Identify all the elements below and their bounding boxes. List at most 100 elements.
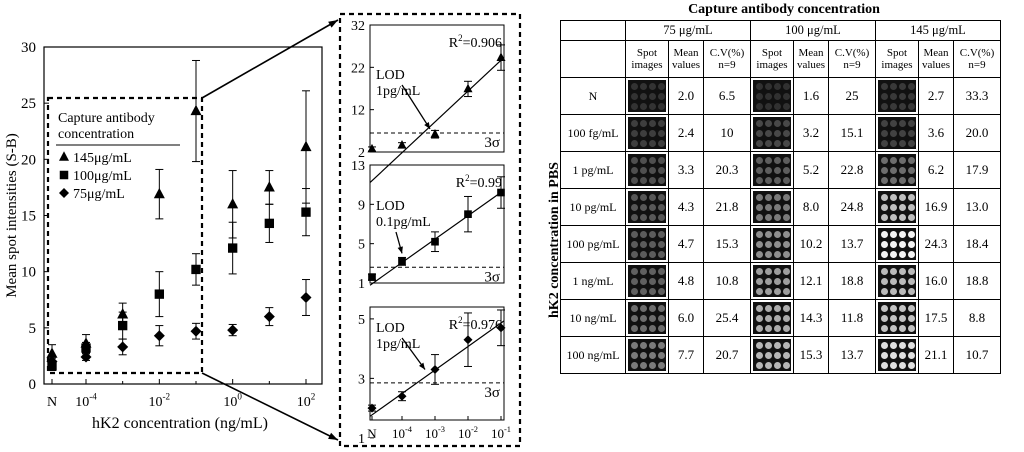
- cv-value: 10: [703, 114, 751, 152]
- spot-image-cell: [875, 336, 919, 374]
- spot-dot: [908, 93, 915, 100]
- spot-dot: [899, 278, 906, 285]
- spot-dot: [899, 120, 906, 127]
- y-tick-label: 32: [351, 19, 365, 34]
- spot-dot: [783, 231, 790, 238]
- spot-image-cell: [750, 336, 794, 374]
- group-header: 100 μg/mL: [750, 20, 876, 41]
- mean-value: 6.0: [668, 299, 704, 337]
- spot-dot: [899, 231, 906, 238]
- spot-dot: [765, 204, 772, 211]
- spot-dot: [881, 83, 888, 90]
- connector-arrowhead: [328, 20, 338, 28]
- inset-charts: 21222323σR2=0.906LOD1pg/mL159133σR2=0.99…: [338, 12, 522, 448]
- spot-dot: [783, 140, 790, 147]
- mean-value: 5.2: [793, 151, 829, 189]
- spot-dot: [649, 120, 656, 127]
- data-point-triangle: [190, 104, 202, 116]
- spot-dot: [783, 120, 790, 127]
- spot-dot: [774, 120, 781, 127]
- spot-dot: [631, 305, 638, 312]
- spot-image: [753, 265, 791, 297]
- spot-dot: [649, 167, 656, 174]
- spot-dot: [774, 140, 781, 147]
- data-point-diamond: [117, 341, 129, 353]
- spot-dot: [640, 325, 647, 332]
- r-squared-label: R2=0.976: [449, 315, 502, 333]
- spot-dot: [640, 214, 647, 221]
- spot-dot: [649, 177, 656, 184]
- mean-value: 15.3: [793, 336, 829, 374]
- spot-dot: [881, 157, 888, 164]
- spot-dot: [774, 214, 781, 221]
- spot-dot: [756, 93, 763, 100]
- cv-value: 20.7: [703, 336, 751, 374]
- y-tick-label: 12: [351, 104, 365, 119]
- spot-image-cell: [625, 225, 669, 263]
- cv-value: 17.9: [953, 151, 1001, 189]
- spot-dot: [899, 83, 906, 90]
- spot-dot: [890, 120, 897, 127]
- data-point-square: [117, 320, 128, 331]
- spot-dot: [899, 214, 906, 221]
- y-axis-label: Mean spot intensities (S-B): [4, 133, 20, 298]
- spot-dot: [658, 251, 665, 258]
- spot-dot: [640, 315, 647, 322]
- mean-value: 3.6: [918, 114, 954, 152]
- spot-dot: [631, 278, 638, 285]
- spot-table-panel: Capture antibody concentration hK2 conce…: [547, 0, 1020, 452]
- spot-dot: [649, 103, 656, 110]
- spot-dot: [658, 241, 665, 248]
- data-point-square: [398, 257, 406, 266]
- threshold-label: 3σ: [484, 135, 500, 151]
- spot-dot: [783, 241, 790, 248]
- y-tick-label: 0: [29, 377, 37, 393]
- spot-image-cell: [750, 299, 794, 337]
- spot-dot: [631, 268, 638, 275]
- data-point-triangle: [496, 52, 506, 61]
- spot-image-cell: [625, 114, 669, 152]
- spot-dot: [908, 157, 915, 164]
- spot-image-cell: [750, 151, 794, 189]
- spot-dot: [658, 93, 665, 100]
- spot-dot: [649, 214, 656, 221]
- spot-dot: [765, 120, 772, 127]
- spot-dot: [765, 342, 772, 349]
- spot-dot: [640, 268, 647, 275]
- spot-dot: [890, 342, 897, 349]
- spot-image-cell: [875, 299, 919, 337]
- spot-dot: [890, 204, 897, 211]
- spot-dot: [631, 103, 638, 110]
- spot-image-cell: [625, 77, 669, 115]
- spot-dot: [774, 305, 781, 312]
- spot-dot: [899, 157, 906, 164]
- spot-dot: [908, 251, 915, 258]
- spot-dot: [908, 120, 915, 127]
- spot-dot: [890, 278, 897, 285]
- spot-image-cell: [625, 151, 669, 189]
- spot-dot: [658, 231, 665, 238]
- subheader-spot-images: Spot images: [625, 40, 669, 78]
- x-tick-label: 10-1: [491, 424, 511, 441]
- spot-dot: [658, 325, 665, 332]
- mean-value: 21.1: [918, 336, 954, 374]
- cv-value: 10.7: [953, 336, 1001, 374]
- spot-dot: [640, 352, 647, 359]
- spot-dot: [890, 315, 897, 322]
- spot-dot: [756, 305, 763, 312]
- lod-label: LOD: [376, 68, 405, 83]
- y-tick-label: 2: [358, 146, 365, 161]
- spot-dot: [774, 157, 781, 164]
- spot-image: [878, 80, 916, 112]
- x-tick-label: N: [367, 426, 377, 441]
- y-tick-label: 5: [29, 321, 37, 337]
- spot-dot: [756, 251, 763, 258]
- spot-dot: [899, 204, 906, 211]
- spot-dot: [756, 352, 763, 359]
- spot-dot: [890, 325, 897, 332]
- spot-dot: [640, 130, 647, 137]
- mean-value: 8.0: [793, 188, 829, 226]
- legend-marker-triangle: [59, 151, 69, 161]
